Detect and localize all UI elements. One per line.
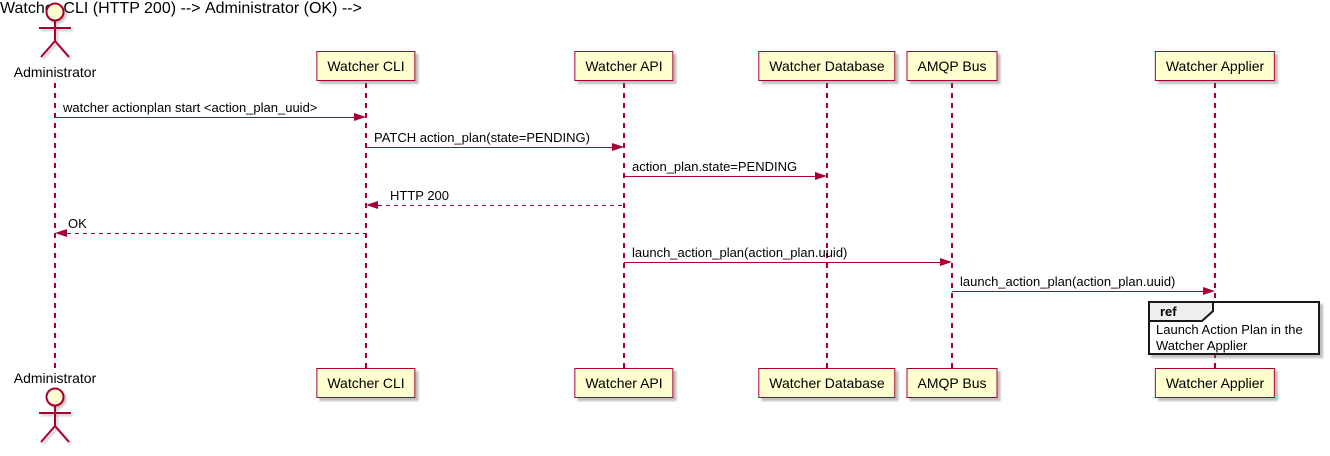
message-line-5 — [67, 233, 366, 235]
message-label-3: action_plan.state=PENDING — [632, 159, 798, 174]
message-label-2: PATCH action_plan(state=PENDING) — [374, 130, 590, 145]
participant-amqp-bus-bottom: AMQP Bus — [906, 368, 998, 398]
administrator-actor-icon-top — [39, 2, 71, 58]
arrowhead-3 — [815, 172, 827, 180]
message-line-6 — [624, 262, 942, 264]
arrowhead-5 — [55, 229, 67, 237]
message-label-7: launch_action_plan(action_plan.uuid) — [960, 274, 1176, 289]
lifeline-watcher-applier — [1214, 83, 1216, 368]
participant-watcher-database-top: Watcher Database — [758, 51, 896, 81]
ref-keyword: ref — [1160, 304, 1177, 319]
arrowhead-6 — [940, 258, 952, 266]
lifeline-watcher-database — [826, 83, 828, 368]
participant-watcher-api-top: Watcher API — [574, 51, 674, 81]
lifeline-amqp-bus — [951, 83, 953, 368]
message-label-6: launch_action_plan(action_plan.uuid) — [632, 245, 848, 260]
message-line-7 — [952, 291, 1205, 293]
participant-watcher-applier-top: Watcher Applier — [1154, 51, 1276, 81]
message-label-1: watcher actionplan start <action_plan_uu… — [63, 100, 318, 115]
arrowhead-1 — [354, 113, 366, 121]
participant-watcher-applier-bottom: Watcher Applier — [1154, 368, 1276, 398]
participant-watcher-cli-top: Watcher CLI — [316, 51, 416, 81]
participant-watcher-database-bottom: Watcher Database — [758, 368, 896, 398]
message-line-4 — [378, 205, 624, 207]
lifeline-watcher-cli — [365, 83, 367, 368]
actor-label-bottom: Administrator — [13, 370, 97, 386]
message-line-2 — [366, 147, 614, 149]
message-line-3 — [624, 176, 817, 178]
ref-tab-shape — [1148, 301, 1214, 322]
message-line-1 — [55, 117, 356, 119]
arrowhead-4 — [366, 201, 378, 209]
message-label-4: HTTP 200 — [390, 188, 450, 203]
lifeline-administrator — [54, 83, 56, 369]
ref-text-line-2: Watcher Applier — [1156, 337, 1248, 353]
arrowhead-2 — [612, 143, 624, 151]
ref-text-line-1: Launch Action Plan in the — [1156, 322, 1303, 337]
actor-label-top: Administrator — [13, 64, 97, 80]
participant-watcher-cli-bottom: Watcher CLI — [316, 368, 416, 398]
message-label-5: OK — [68, 216, 87, 231]
administrator-actor-icon-bottom — [39, 387, 71, 443]
lifeline-watcher-api — [623, 83, 625, 368]
participant-amqp-bus-top: AMQP Bus — [906, 51, 998, 81]
ref-fragment: ref Launch Action Plan in the Watcher Ap… — [1148, 301, 1320, 355]
arrowhead-7 — [1203, 287, 1215, 295]
participant-watcher-api-bottom: Watcher API — [574, 368, 674, 398]
ref-text: Launch Action Plan in the Watcher Applie… — [1156, 322, 1303, 353]
